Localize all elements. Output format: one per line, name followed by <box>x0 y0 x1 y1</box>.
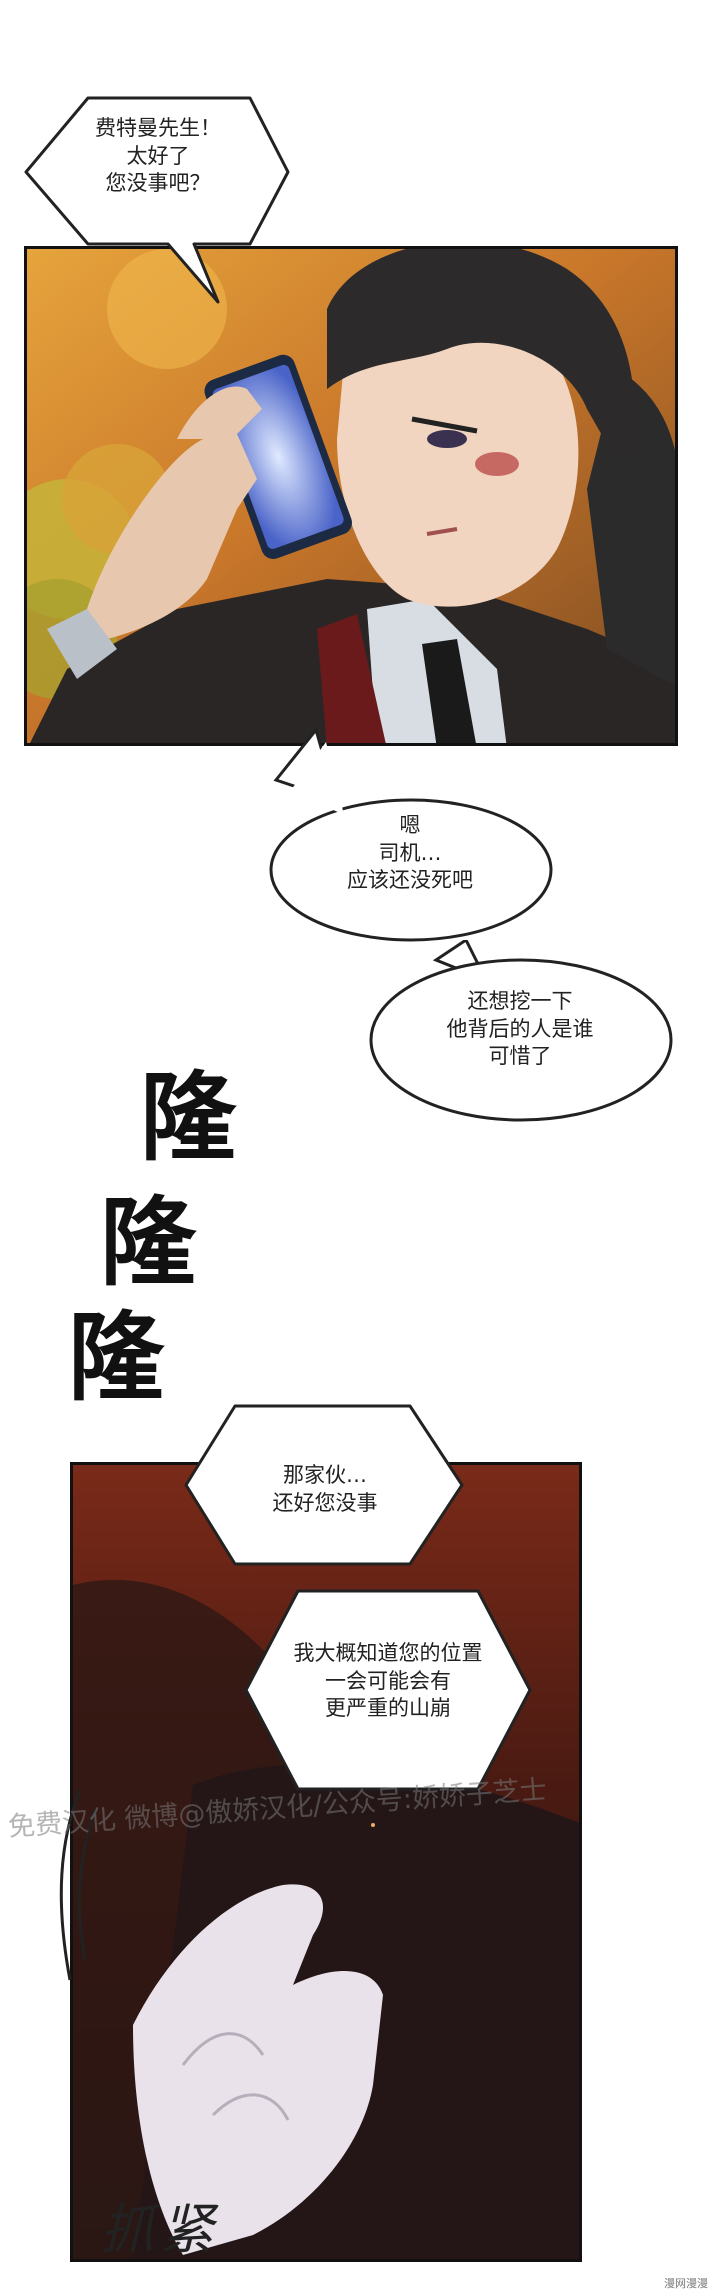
bubble-4-line-2: 还好您没事 <box>272 1490 378 1515</box>
bubble-1-line-1: 费特曼先生！ <box>95 116 221 140</box>
motion-lines <box>59 1789 97 1981</box>
bubble-2-line-1: 嗯 <box>399 813 421 837</box>
sfx-rumble-2: 隆 <box>100 1187 196 1299</box>
panel-grip-art <box>73 1465 579 2259</box>
speech-bubble-5 <box>244 1589 532 1791</box>
speech-bubble-4-text: 那家伙… 还好您没事 <box>205 1462 445 1517</box>
panel-phone-call <box>24 246 678 746</box>
panel-phone-call-art <box>27 249 675 743</box>
bubble-1-line-3: 您没事吧？ <box>105 171 211 196</box>
sfx-rumble-3: 隆 <box>68 1302 164 1414</box>
bubble-1-line-2: 太好了 <box>126 143 190 168</box>
bubble-2-line-3: 应该还没死吧 <box>347 868 473 893</box>
bubble-5-line-1: 我大概知道您的位置 <box>293 1641 483 1665</box>
speech-bubble-3-text: 还想挖一下 他背后的人是谁 可惜了 <box>380 988 660 1071</box>
bubble-3-line-2: 他背后的人是谁 <box>446 1016 594 1041</box>
bubble-5-line-3: 更严重的山崩 <box>325 1696 451 1721</box>
panel-grip <box>70 1462 582 2262</box>
corner-mark: 漫网漫漫 <box>664 2277 708 2290</box>
bubble-3-line-3: 可惜了 <box>488 1044 552 1069</box>
speech-bubble-2 <box>269 726 553 942</box>
speech-bubble-1-text: 费特曼先生！ 太好了 您没事吧？ <box>58 115 258 198</box>
speech-bubble-3 <box>369 940 673 1122</box>
sfx-rumble-1: 隆 <box>140 1062 236 1174</box>
bubble-4-line-1: 那家伙… <box>283 1463 367 1487</box>
speech-bubble-4 <box>184 1404 464 1566</box>
bubble-3-line-1: 还想挖一下 <box>467 989 573 1013</box>
sfx-grip: 抓紧 <box>100 2198 220 2261</box>
bubble-2-line-2: 司机… <box>378 840 442 865</box>
speech-bubble-5-text: 我大概知道您的位置 一会可能会有 更严重的山崩 <box>258 1640 518 1723</box>
speech-bubble-2-text: 嗯 司机… 应该还没死吧 <box>280 812 540 895</box>
speech-bubble-1 <box>24 96 290 304</box>
bubble-5-line-2: 一会可能会有 <box>325 1668 451 1693</box>
